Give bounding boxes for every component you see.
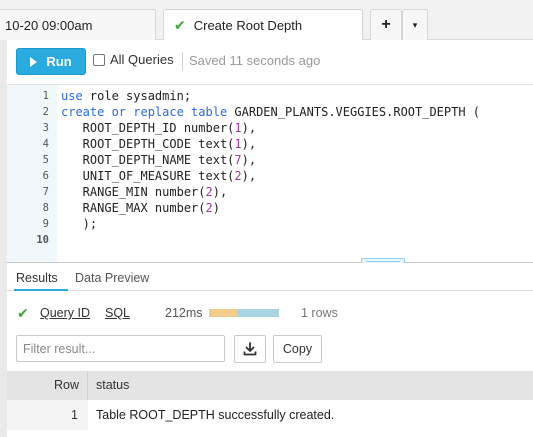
- code-text: ROOT_DEPTH_ID number(: [61, 121, 235, 135]
- run-button[interactable]: Run: [16, 48, 86, 75]
- sql-editor[interactable]: 1 2 3 4 5 6 7 8 9 10 use role sysadmin; …: [7, 84, 533, 263]
- duration-bar: [209, 309, 279, 317]
- code-number: 2: [205, 185, 213, 199]
- all-queries-label: All Queries: [110, 52, 174, 67]
- code-text: ),: [241, 153, 257, 167]
- code-text: ),: [241, 169, 257, 183]
- line-number: 6: [42, 170, 49, 182]
- copy-button[interactable]: Copy: [273, 335, 322, 363]
- sql-link[interactable]: SQL: [105, 306, 131, 320]
- run-label: Run: [46, 54, 72, 69]
- code-text: UNIT_OF_MEASURE text(: [61, 169, 235, 183]
- query-id-link[interactable]: Query ID: [40, 306, 91, 320]
- left-gutter: [0, 40, 7, 437]
- line-number: 1: [42, 90, 49, 102]
- code-keyword: use: [61, 89, 83, 103]
- code-text: ): [212, 201, 220, 215]
- line-number: 4: [42, 138, 49, 150]
- download-button[interactable]: [234, 335, 266, 363]
- new-worksheet-button[interactable]: +: [370, 9, 402, 40]
- tab-previous-label: 10-20 09:00am: [5, 17, 93, 33]
- code-line-3: ROOT_DEPTH_ID number(1),: [61, 121, 256, 135]
- code-line-5: ROOT_DEPTH_NAME text(7),: [61, 153, 256, 167]
- success-check-icon: ✔: [17, 305, 29, 321]
- code-number: 2: [234, 169, 242, 183]
- code-text: role sysadmin;: [82, 89, 192, 103]
- code-line-6: UNIT_OF_MEASURE text(2),: [61, 169, 256, 183]
- code-text: RANGE_MIN number(: [61, 185, 206, 199]
- code-text: RANGE_MAX number(: [61, 201, 206, 215]
- code-line-4: ROOT_DEPTH_CODE text(1),: [61, 137, 256, 151]
- line-number: 9: [42, 218, 49, 230]
- duration-bar-fill: [209, 309, 237, 317]
- code-number: 1: [234, 121, 242, 135]
- code-text: GARDEN_PLANTS.VEGGIES.ROOT_DEPTH (: [227, 105, 481, 119]
- column-header-status[interactable]: status: [96, 378, 130, 392]
- line-number: 3: [42, 122, 49, 134]
- plus-icon: +: [381, 16, 391, 33]
- filter-result-input[interactable]: [16, 335, 225, 362]
- chevron-down-icon: ▾: [412, 19, 418, 30]
- toolbar-divider: [182, 52, 183, 70]
- code-number: 7: [234, 153, 242, 167]
- tab-previous-worksheet[interactable]: 10-20 09:00am: [0, 9, 156, 40]
- check-icon: ✔: [174, 17, 186, 33]
- tab-create-root-depth[interactable]: ✔ Create Root Depth: [163, 9, 363, 41]
- code-number: 1: [234, 137, 242, 151]
- code-line-8: RANGE_MAX number(2): [61, 201, 220, 215]
- worksheet-menu-button[interactable]: ▾: [402, 9, 428, 40]
- code-line-7: RANGE_MIN number(2),: [61, 185, 228, 199]
- tab-bar: 10-20 09:00am ✔ Create Root Depth + ▾: [0, 0, 533, 41]
- saved-status: Saved 11 seconds ago: [189, 53, 321, 68]
- line-number: 7: [42, 186, 49, 198]
- line-number-current: 10: [36, 234, 49, 246]
- code-text: ),: [212, 185, 228, 199]
- tab-results[interactable]: Results: [16, 271, 58, 285]
- code-line-2: create or replace table GARDEN_PLANTS.VE…: [61, 105, 480, 119]
- row-count: 1 rows: [301, 306, 338, 320]
- code-text: ),: [241, 121, 257, 135]
- code-number: 2: [205, 201, 213, 215]
- table-row[interactable]: 1 Table ROOT_DEPTH successfully created.: [7, 400, 533, 430]
- editor-toolbar: Run All Queries Saved 11 seconds ago: [7, 40, 533, 84]
- code-text: ),: [241, 137, 257, 151]
- row-number: 1: [7, 400, 88, 430]
- tab-data-preview[interactable]: Data Preview: [75, 271, 150, 285]
- download-icon: [243, 342, 257, 356]
- results-tabs: Results Data Preview: [7, 263, 533, 291]
- query-info: ✔ Query ID SQL 212ms 1 rows: [7, 291, 533, 333]
- play-icon: [30, 56, 38, 67]
- line-number: 8: [42, 202, 49, 214]
- code-keyword: create or replace table: [61, 105, 228, 119]
- line-number: 5: [42, 154, 49, 166]
- code-line-1: use role sysadmin;: [61, 89, 191, 103]
- tab-active-label: Create Root Depth: [193, 18, 303, 33]
- column-header-row[interactable]: Row: [7, 371, 88, 400]
- pane-divider: [7, 262, 533, 263]
- line-number-gutter: 1 2 3 4 5 6 7 8 9 10: [7, 85, 57, 263]
- query-duration: 212ms: [165, 306, 203, 320]
- all-queries-toggle[interactable]: All Queries: [93, 52, 174, 67]
- active-tab-indicator: [14, 289, 68, 291]
- results-table-header: Row status: [7, 371, 533, 400]
- code-text: ROOT_DEPTH_NAME text(: [61, 153, 235, 167]
- code-line-9: );: [61, 217, 98, 231]
- line-number: 2: [42, 106, 49, 118]
- all-queries-checkbox[interactable]: [93, 53, 105, 66]
- status-cell[interactable]: Table ROOT_DEPTH successfully created.: [96, 408, 335, 422]
- code-text: ROOT_DEPTH_CODE text(: [61, 137, 235, 151]
